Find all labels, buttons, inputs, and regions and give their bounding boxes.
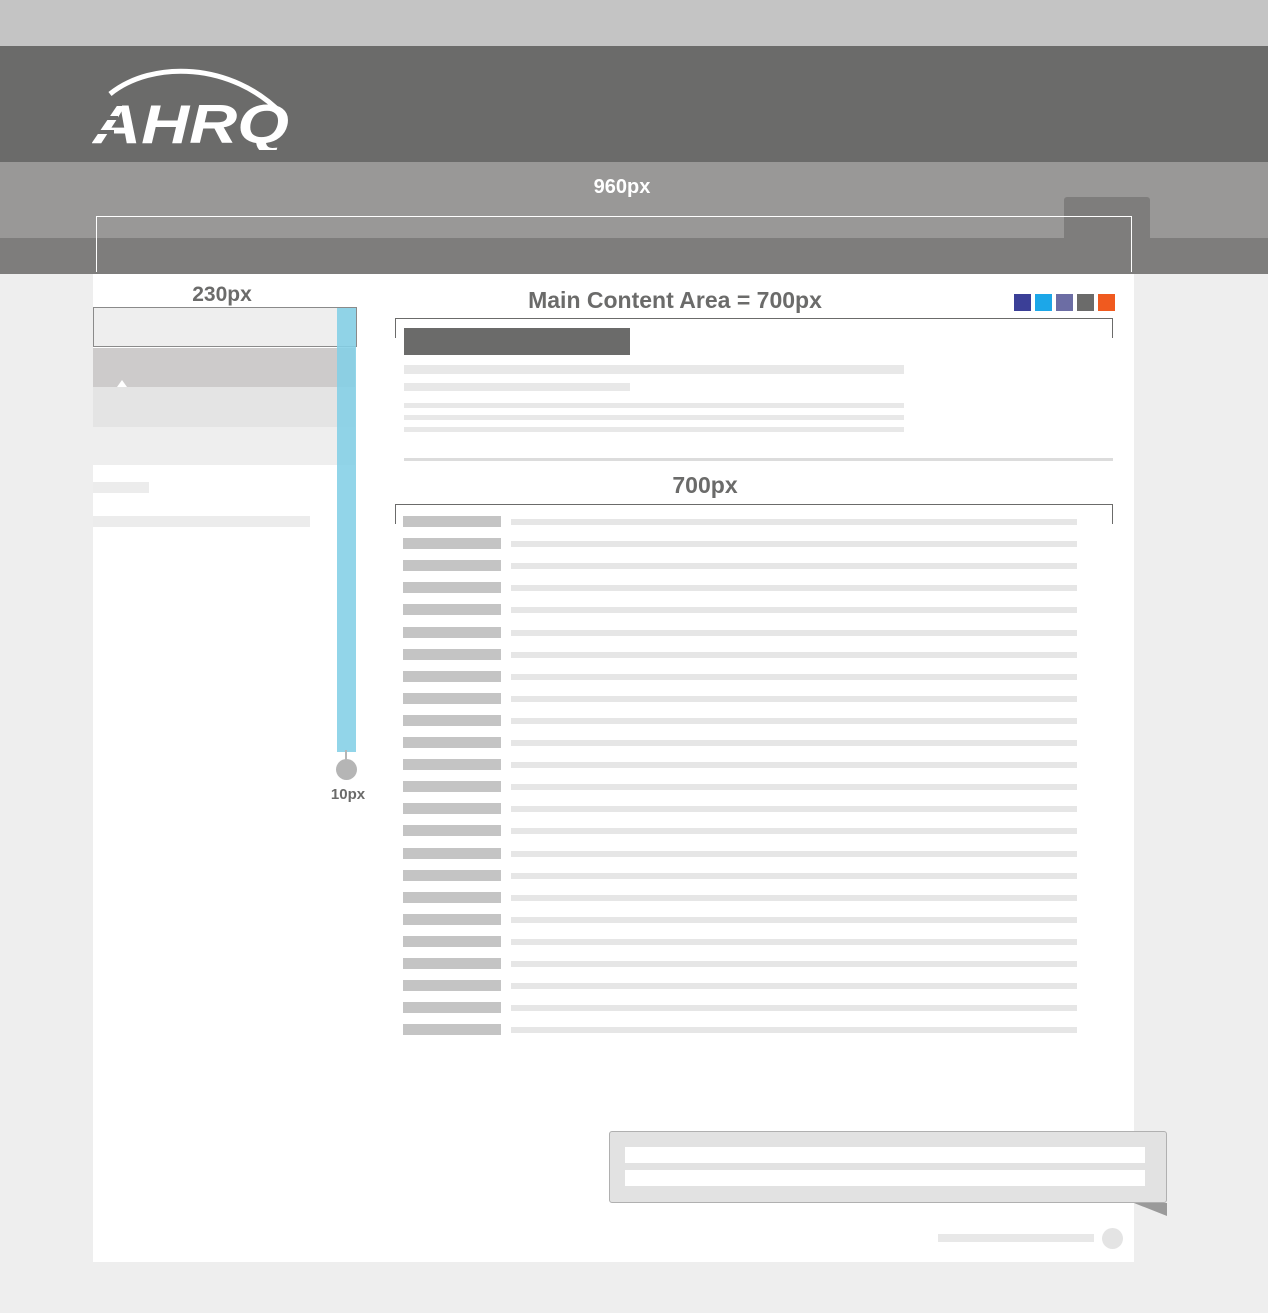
table-row-label	[403, 560, 501, 572]
table-row-label	[403, 781, 501, 793]
table-row-line	[511, 850, 1077, 857]
gutter-pointer-dot	[336, 759, 357, 780]
table-row-label	[403, 737, 501, 748]
section-divider	[404, 458, 1113, 461]
text-line-placeholder	[404, 415, 904, 420]
table-row-label	[403, 1002, 501, 1014]
page-title-placeholder	[404, 328, 630, 355]
main-content-bracket	[395, 318, 1113, 338]
table-row-line	[511, 695, 1077, 702]
table-row-line	[511, 762, 1077, 769]
table-width-bracket	[395, 504, 1113, 524]
callout-line-placeholder	[625, 1147, 1145, 1163]
site-header: AHRQ	[0, 46, 1268, 162]
table-row-label	[403, 516, 501, 527]
logo-text: AHRQ	[92, 93, 289, 150]
table-row-line	[511, 607, 1077, 614]
table-row-line	[511, 894, 1077, 901]
subtitle-placeholder	[404, 365, 904, 374]
table-row-label	[403, 913, 501, 925]
callout-box	[609, 1131, 1167, 1203]
nav-tab[interactable]	[1064, 197, 1150, 238]
footer-icon[interactable]	[1102, 1228, 1123, 1249]
subtitle-placeholder-short	[404, 383, 630, 391]
table-row-label	[403, 538, 501, 550]
page-width-label: 960px	[593, 176, 651, 198]
callout-tail	[1134, 1203, 1167, 1216]
table-row-label	[403, 958, 501, 969]
gutter-pointer-stem	[345, 750, 347, 760]
table-row-line	[511, 1005, 1077, 1012]
table-row-label	[403, 891, 501, 903]
table-row-line	[511, 806, 1077, 813]
text-line-placeholder	[404, 403, 904, 408]
table-row-label	[403, 582, 501, 594]
table-row-label	[403, 759, 501, 771]
table-row-line	[511, 541, 1077, 548]
navigation-band	[0, 162, 1268, 238]
sidebar-search-box[interactable]	[93, 307, 357, 347]
table-row-label	[403, 1024, 501, 1036]
text-line-placeholder	[404, 427, 904, 432]
top-utility-bar	[0, 0, 1268, 46]
table-row-label	[403, 626, 501, 638]
table-row-label	[403, 670, 501, 682]
sidebar-item[interactable]	[93, 387, 355, 427]
table-row-line	[511, 673, 1077, 680]
table-row-label	[403, 714, 501, 726]
table-row-label	[403, 980, 501, 992]
table-row-label	[403, 604, 501, 616]
table-row-line	[511, 717, 1077, 724]
table-row-line	[511, 828, 1077, 835]
table-row-line	[511, 961, 1077, 967]
sidebar-width-label: 230px	[192, 283, 252, 306]
navigation-bar	[0, 238, 1268, 274]
table-row-line	[511, 1027, 1077, 1034]
table-row-label	[403, 692, 501, 704]
share-icon-4[interactable]	[1077, 294, 1094, 311]
table-row-label	[403, 803, 501, 815]
table-row-line	[511, 938, 1077, 945]
ahrq-logo[interactable]: AHRQ	[92, 66, 294, 150]
table-row-line	[511, 872, 1077, 879]
sidebar-item-active[interactable]	[93, 348, 355, 387]
table-row-line	[511, 740, 1077, 746]
sidebar-item[interactable]	[93, 427, 355, 465]
table-width-label: 700px	[672, 472, 738, 498]
caret-up-icon	[117, 380, 127, 387]
share-icon-2[interactable]	[1035, 294, 1052, 311]
sidebar-placeholder-long	[93, 516, 310, 527]
table-row-line	[511, 651, 1077, 658]
table-row-label	[403, 869, 501, 881]
sidebar-placeholder-short	[93, 482, 149, 493]
gutter-indicator	[337, 308, 356, 752]
gutter-width-label: 10px	[330, 786, 366, 803]
table-row-label	[403, 825, 501, 837]
main-content-label: Main Content Area = 700px	[528, 287, 822, 313]
share-icon-5[interactable]	[1098, 294, 1115, 311]
table-row-line	[511, 585, 1077, 592]
table-row-line	[511, 983, 1077, 990]
table-row-label	[403, 847, 501, 859]
table-row-line	[511, 629, 1077, 636]
table-row-line	[511, 563, 1077, 570]
share-icon-3[interactable]	[1056, 294, 1073, 311]
table-row-line	[511, 916, 1077, 923]
callout-line-placeholder	[625, 1170, 1145, 1186]
page-width-bracket	[96, 216, 1132, 272]
share-icon-1[interactable]	[1014, 294, 1031, 311]
table-row-line	[511, 784, 1077, 791]
table-row-line	[511, 519, 1077, 525]
table-row-label	[403, 648, 501, 660]
table-row-label	[403, 935, 501, 947]
footer-text-placeholder	[938, 1234, 1094, 1242]
